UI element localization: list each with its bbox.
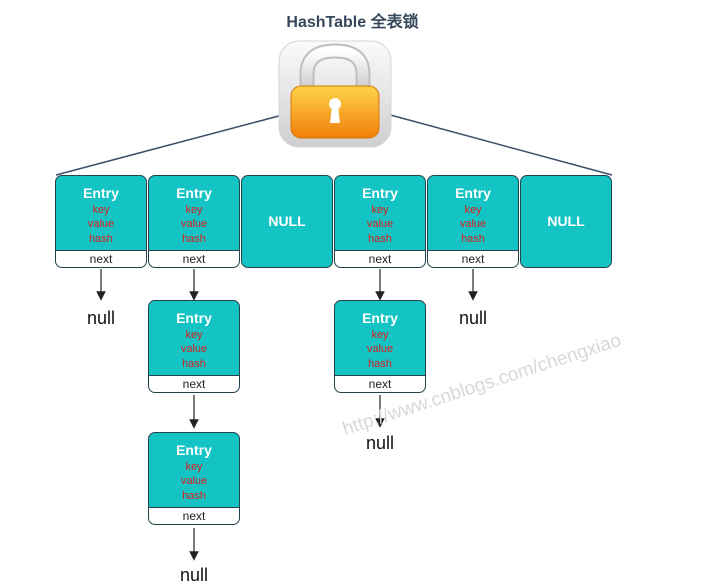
- entry-label: Entry: [83, 185, 119, 201]
- field-hash: hash: [461, 233, 485, 245]
- entry-node: Entry key value hash next: [55, 175, 147, 268]
- null-bucket: NULL: [241, 175, 333, 268]
- next-pointer: next: [149, 507, 239, 524]
- entry-label: Entry: [176, 442, 212, 458]
- entry-label: Entry: [362, 185, 398, 201]
- field-value: value: [459, 218, 487, 230]
- field-key: key: [185, 204, 203, 216]
- field-key: key: [185, 461, 203, 473]
- entry-label: Entry: [176, 310, 212, 326]
- next-pointer: next: [149, 375, 239, 392]
- entry-node: Entry key value hash next: [148, 300, 240, 393]
- null-terminator: null: [179, 565, 209, 585]
- entry-node: Entry key value hash next: [334, 300, 426, 393]
- field-hash: hash: [89, 233, 113, 245]
- field-value: value: [180, 343, 208, 355]
- lock-line-right: [382, 112, 613, 176]
- entry-node: Entry key value hash next: [148, 175, 240, 268]
- padlock-icon: [278, 40, 392, 148]
- next-pointer: next: [335, 375, 425, 392]
- entry-label: Entry: [455, 185, 491, 201]
- field-value: value: [366, 218, 394, 230]
- next-pointer: next: [56, 250, 146, 267]
- field-value: value: [180, 475, 208, 487]
- field-value: value: [87, 218, 115, 230]
- entry-label: Entry: [176, 185, 212, 201]
- null-terminator: null: [458, 308, 488, 328]
- entry-node: Entry key value hash next: [148, 432, 240, 525]
- null-terminator: null: [86, 308, 116, 328]
- field-key: key: [371, 329, 389, 341]
- null-bucket: NULL: [520, 175, 612, 268]
- next-pointer: next: [428, 250, 518, 267]
- field-hash: hash: [368, 233, 392, 245]
- field-key: key: [185, 329, 203, 341]
- null-terminator: null: [365, 433, 395, 453]
- next-pointer: next: [335, 250, 425, 267]
- field-hash: hash: [182, 358, 206, 370]
- field-value: value: [366, 343, 394, 355]
- entry-node: Entry key value hash next: [334, 175, 426, 268]
- field-key: key: [92, 204, 110, 216]
- field-hash: hash: [368, 358, 392, 370]
- lock-line-left: [55, 112, 291, 176]
- field-key: key: [464, 204, 482, 216]
- page-title: HashTable 全表锁: [286, 14, 419, 31]
- field-hash: hash: [182, 233, 206, 245]
- entry-label: Entry: [362, 310, 398, 326]
- field-value: value: [180, 218, 208, 230]
- next-pointer: next: [149, 250, 239, 267]
- entry-node: Entry key value hash next: [427, 175, 519, 268]
- field-hash: hash: [182, 490, 206, 502]
- field-key: key: [371, 204, 389, 216]
